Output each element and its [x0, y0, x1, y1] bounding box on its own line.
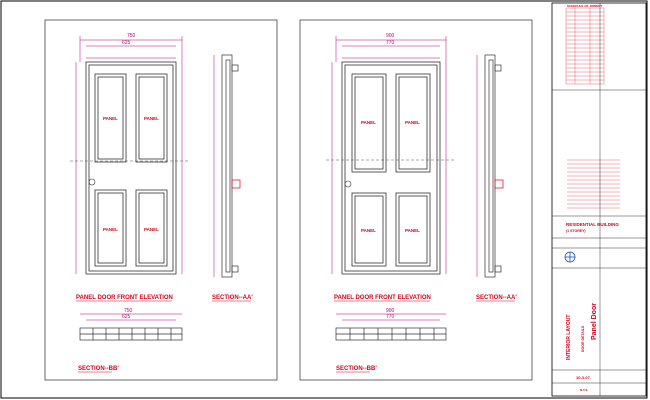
left-inner-width: 625 [122, 40, 131, 46]
left-door-handle [88, 178, 96, 186]
right-panel-label-1: PANEL [361, 120, 376, 125]
left-section-bb-title: SECTION--BB' [78, 366, 119, 372]
right-inner-width: 770 [386, 40, 395, 46]
scale-text: N.T.S. [580, 388, 588, 392]
left-panel-bottom-left [94, 189, 127, 267]
right-sheet: 900 770 PANEL PANEL PANEL PANEL [299, 19, 533, 381]
left-panel-label-3: PANEL [103, 227, 118, 232]
right-section-bb [335, 327, 447, 341]
right-door-handle [344, 180, 352, 188]
right-sheet-frame [299, 19, 533, 381]
right-section-aa [484, 54, 504, 278]
left-panel-top-left [94, 73, 127, 163]
right-top-dimensions [335, 36, 447, 62]
right-panel-top-left [351, 73, 387, 173]
left-panel-bottom-right [135, 189, 168, 267]
left-section-bb [79, 327, 183, 341]
left-panel-label-4: PANEL [144, 227, 159, 232]
schedule-header: SCHEDULE OF JOINERY [567, 4, 602, 8]
right-section-bb-width: 900 [386, 308, 395, 314]
left-top-dimensions [79, 36, 183, 62]
right-panel-bottom-right [395, 192, 431, 267]
left-section-bb-inner: 625 [122, 314, 131, 320]
left-side-dimensions [75, 62, 183, 274]
left-sheet-frame [44, 19, 278, 381]
left-panel-label-1: PANEL [103, 116, 118, 121]
sheet-number: 10-3-07 [576, 375, 591, 380]
left-section-aa-title: SECTION--AA' [212, 295, 253, 301]
notes-area [567, 159, 620, 209]
right-elevation-title: PANEL DOOR FRONT ELEVATION [334, 295, 431, 301]
right-panel-label-3: PANEL [361, 228, 376, 233]
right-section-aa-title: SECTION--AA' [476, 295, 517, 301]
right-panel-top-right [395, 73, 431, 173]
left-section-bb-dims [80, 313, 182, 321]
schedule-table [565, 7, 605, 85]
right-section-bb-inner: 770 [386, 314, 395, 320]
vertical-sub: Panel Door [591, 303, 598, 340]
right-section-bb-title: SECTION--BB' [336, 366, 377, 372]
left-panel-top-right [135, 73, 168, 163]
right-panel-bottom-left [351, 192, 387, 267]
right-panel-label-4: PANEL [405, 228, 420, 233]
left-section-bb-width: 750 [124, 308, 133, 314]
compass-symbol [564, 251, 576, 263]
left-sheet: 750 625 PANEL PANEL PANEL PANEL [44, 19, 278, 381]
right-side-dimensions [331, 62, 447, 274]
left-panel-label-2: PANEL [144, 116, 159, 121]
title-block: SCHEDULE OF JOINERY RESIDENTIAL BUILDING… [551, 2, 647, 397]
right-section-bb-dims [336, 313, 446, 321]
right-overall-width: 900 [386, 33, 395, 39]
left-section-aa [221, 54, 241, 278]
project-sub: (1 STOREY) [566, 229, 586, 233]
right-door [341, 61, 441, 275]
vertical-title: INTERIOR LAYOUT [566, 315, 572, 360]
left-door [85, 61, 177, 275]
left-elevation-title: PANEL DOOR FRONT ELEVATION [76, 295, 173, 301]
left-overall-width: 750 [127, 33, 136, 39]
vertical-sub2: DOOR DETAILS [581, 325, 585, 352]
right-panel-label-2: PANEL [405, 120, 420, 125]
title-block-frame [551, 2, 647, 397]
project-name: RESIDENTIAL BUILDING [566, 222, 619, 227]
